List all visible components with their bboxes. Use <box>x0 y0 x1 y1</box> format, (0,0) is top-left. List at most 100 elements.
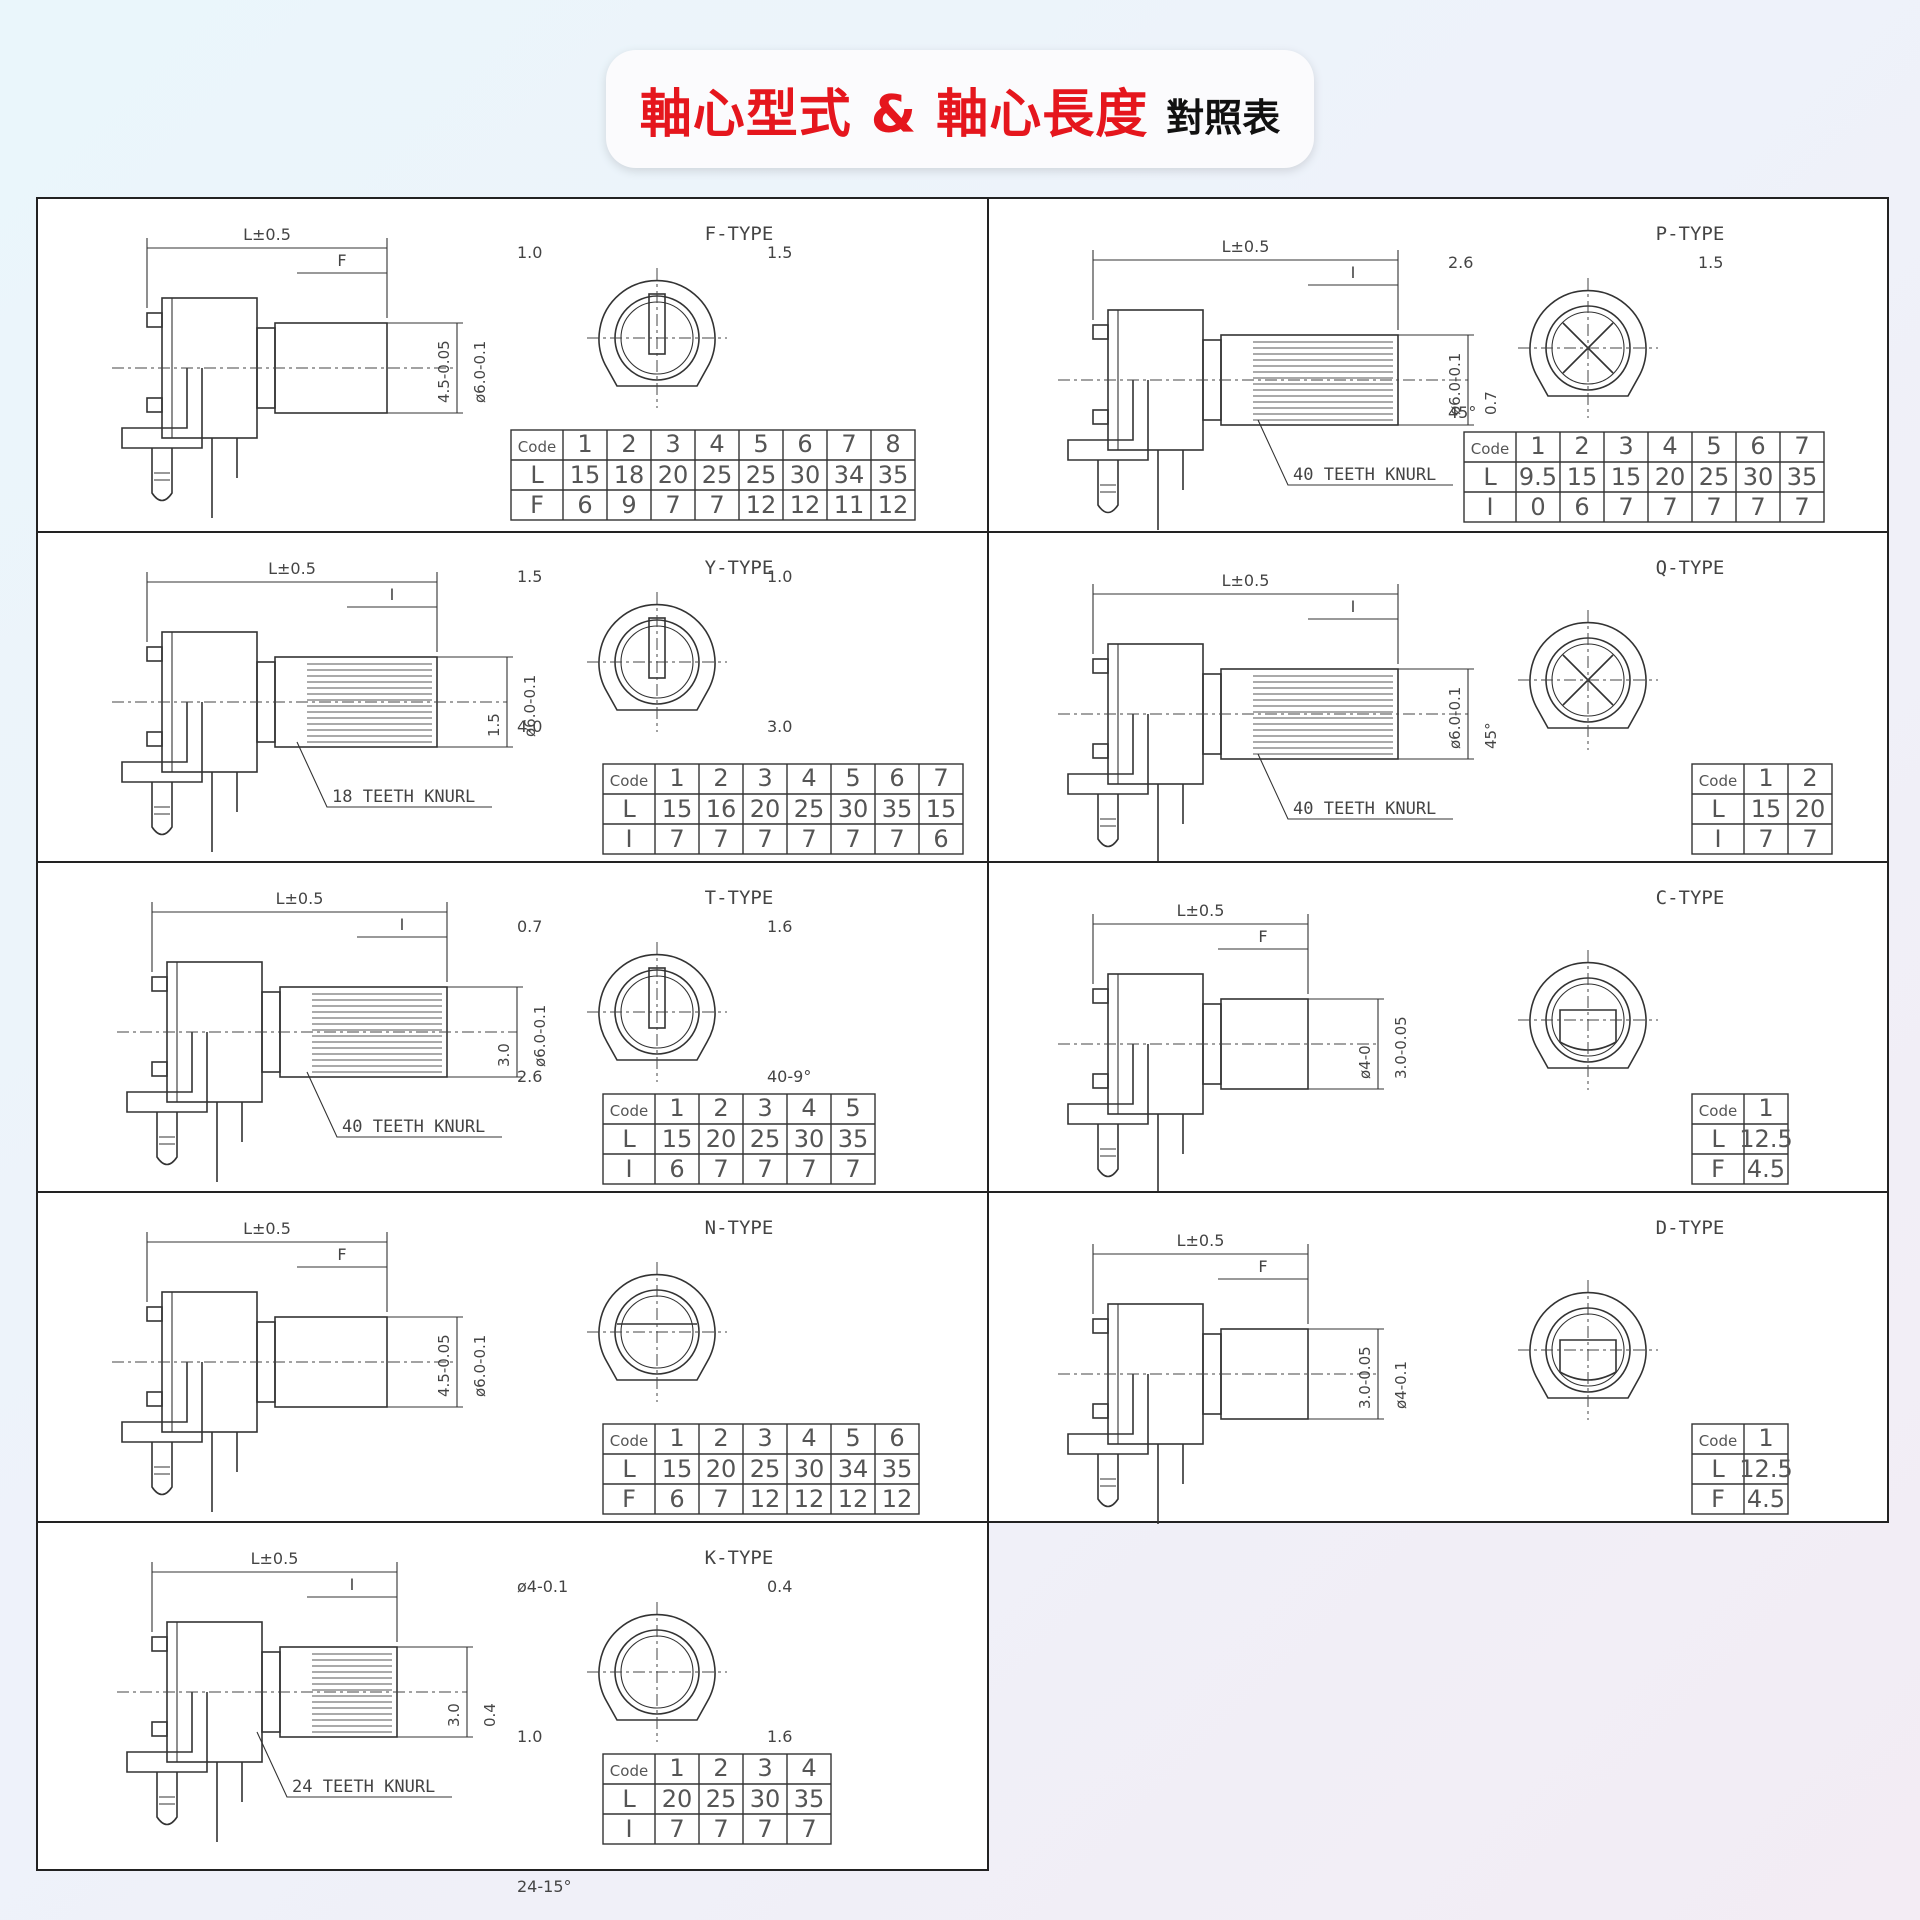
pot-pin-mark <box>154 1466 170 1475</box>
table-header-cell: 4 <box>801 764 816 792</box>
knurl-callout: 40 TEETH KNURL <box>1293 465 1436 485</box>
pot-tab <box>146 1306 163 1322</box>
table-header-cell: 7 <box>841 430 856 458</box>
dim-label-length: L±0.5 <box>1222 237 1270 256</box>
table-header-cell: 3 <box>757 1754 772 1782</box>
dim-line-diameter <box>1308 998 1384 1090</box>
code-table <box>1691 1093 1789 1185</box>
dim-label-secondary: ø6.0-0.1 <box>471 341 489 403</box>
pot-bracket <box>1067 1044 1149 1125</box>
table-cell: 20 <box>750 795 781 823</box>
dim-label-end-view: 1.5 <box>517 567 542 586</box>
table-cell: 20 <box>662 1785 693 1813</box>
dim-ext-line <box>151 1562 398 1642</box>
table-cell: 25 <box>1699 463 1730 491</box>
dim-label-diameter: 4.5-0.05 <box>435 340 453 403</box>
table-cell: I <box>625 1155 632 1183</box>
dim-label-length: L±0.5 <box>1177 901 1225 920</box>
dim-label-end-view: 1.5 <box>767 243 792 262</box>
table-cell: 30 <box>1743 463 1774 491</box>
table-cell: I <box>625 1815 632 1843</box>
dim-label-length: L±0.5 <box>243 225 291 244</box>
table-cell: I <box>1714 825 1721 853</box>
pot-tab <box>1092 1073 1109 1089</box>
pot-pin-mark <box>154 472 170 481</box>
pot-pin-mark <box>154 806 170 815</box>
table-cell: L <box>530 461 544 489</box>
dim-label-diameter: ø4-0 <box>1356 1045 1374 1079</box>
pot-tab <box>146 1391 163 1407</box>
table-cell: 9.5 <box>1519 463 1557 491</box>
dim-ext-line <box>1092 1244 1309 1324</box>
table-cell: 12 <box>878 491 909 519</box>
dim-line-diameter <box>397 1646 473 1738</box>
table-header-cell: 4 <box>1662 432 1677 460</box>
dim-ext-line <box>146 238 388 318</box>
pot-pin <box>1097 794 1119 848</box>
table-cell: 7 <box>757 1155 772 1183</box>
dim-line-diameter <box>1398 334 1474 426</box>
pot-tab <box>1092 658 1109 674</box>
table-header-cell: 3 <box>665 430 680 458</box>
knurl-callout: 40 TEETH KNURL <box>342 1117 485 1137</box>
table-cell: 15 <box>662 1455 693 1483</box>
pot-pin-mark <box>1100 1148 1116 1157</box>
end-view-outline <box>1529 289 1647 397</box>
knurl-callout-leader <box>1257 753 1453 820</box>
table-header-cell: 1 <box>669 1754 684 1782</box>
dim-line-diameter <box>387 1316 463 1408</box>
table-header-cell: 1 <box>1758 764 1773 792</box>
table-header-code: Code <box>1699 1102 1737 1120</box>
table-cell: 7 <box>1794 493 1809 521</box>
type-label: D-TYPE <box>1656 1217 1725 1239</box>
pot-tab <box>151 976 168 992</box>
table-header-code: Code <box>1471 440 1509 458</box>
knurl-callout: 24 TEETH KNURL <box>292 1777 435 1797</box>
table-header-cell: 1 <box>669 764 684 792</box>
table-header-cell: 3 <box>757 764 772 792</box>
dim-ext-line <box>146 572 438 652</box>
pot-tab <box>1092 1318 1109 1334</box>
table-header-cell: 5 <box>845 1094 860 1122</box>
table-cell: 34 <box>834 461 865 489</box>
dim-line-diameter <box>1398 668 1474 760</box>
pot-pin <box>151 1442 173 1496</box>
dim-label-secondary: ø6.0-0.1 <box>521 675 539 737</box>
pot-pin <box>156 1112 178 1166</box>
table-header-cell: 3 <box>1618 432 1633 460</box>
dim-line-diameter <box>387 322 463 414</box>
table-cell: 30 <box>790 461 821 489</box>
dim-label-length: L±0.5 <box>1222 571 1270 590</box>
code-table <box>1463 431 1825 523</box>
knurl-callout-leader <box>306 1071 502 1138</box>
table-header-cell: 6 <box>1750 432 1765 460</box>
dim-label-end-view: 4.0 <box>517 717 542 736</box>
table-cell: 35 <box>882 1455 913 1483</box>
panel-frame <box>36 861 989 1193</box>
table-cell: 7 <box>801 1155 816 1183</box>
pot-leg <box>1157 1114 1184 1194</box>
pot-bracket <box>121 368 203 449</box>
table-cell: 7 <box>757 1815 772 1843</box>
table-header-cell: 2 <box>713 764 728 792</box>
table-cell: 35 <box>794 1785 825 1813</box>
pot-tab <box>151 1061 168 1077</box>
pot-pin-mark <box>1100 1478 1116 1487</box>
table-cell: 7 <box>669 1815 684 1843</box>
dim-label-secondary: ø6.0-0.1 <box>471 1335 489 1397</box>
end-view-outline <box>598 279 716 387</box>
dim-label-diameter: 3.0 <box>495 1043 513 1067</box>
table-cell: 6 <box>933 825 948 853</box>
dim-label-shaft: F <box>1258 1257 1267 1276</box>
table-header-cell: 2 <box>713 1754 728 1782</box>
table-header-code: Code <box>518 438 556 456</box>
dim-label-end-view: 1.6 <box>767 917 792 936</box>
table-cell: 25 <box>702 461 733 489</box>
table-header-cell: 5 <box>1706 432 1721 460</box>
table-header-cell: 4 <box>801 1754 816 1782</box>
table-cell: 15 <box>1611 463 1642 491</box>
table-cell: 25 <box>706 1785 737 1813</box>
